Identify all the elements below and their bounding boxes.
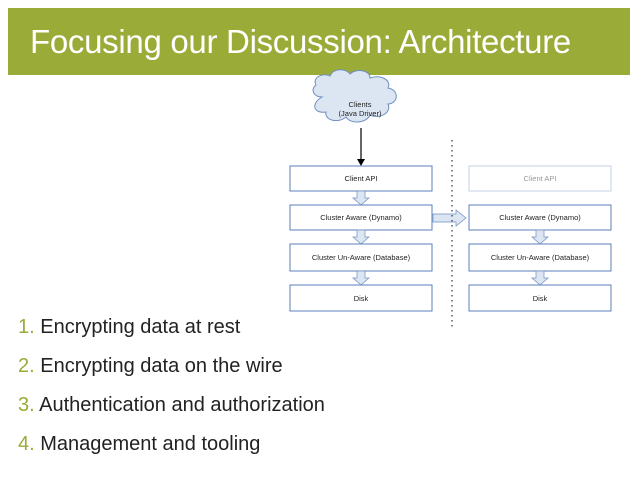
left-client-api-label: Client API	[345, 174, 378, 183]
bullet-text: Authentication and authorization	[39, 394, 325, 416]
bullet-number: 4.	[18, 433, 35, 455]
right-disk-label: Disk	[533, 294, 548, 303]
clients-cloud: Clients (Java Driver)	[312, 69, 397, 123]
right-disk-box	[468, 284, 612, 312]
left-cluster-aware-label: Cluster Aware (Dynamo)	[320, 213, 402, 222]
bullet-text: Encrypting data at rest	[40, 316, 241, 338]
right-stack: Client API Cluster Aware (Dynamo) Cluste…	[468, 165, 612, 312]
left-down-arrow-2	[352, 229, 370, 245]
right-down-arrow-2	[531, 270, 549, 286]
left-down-arrow-3	[352, 270, 370, 286]
left-disk-box	[289, 284, 433, 312]
bullet-item: 2. Encrypting data on the wire	[18, 353, 325, 392]
cloud-arrow	[357, 128, 365, 166]
title-bar: Focusing our Discussion: Architecture	[8, 8, 630, 75]
bullet-number: 3.	[18, 394, 35, 416]
bullet-list: 1. Encrypting data at rest 2. Encrypting…	[18, 314, 325, 470]
left-down-arrow-1	[352, 190, 370, 206]
left-client-api-box	[289, 165, 433, 192]
right-down-arrow-1	[531, 229, 549, 245]
slide-title: Focusing our Discussion: Architecture	[30, 23, 571, 60]
bullet-item: 3. Authentication and authorization	[18, 392, 325, 431]
clients-sublabel: (Java Driver)	[339, 109, 382, 118]
clients-label: Clients	[349, 100, 372, 109]
right-arrow	[432, 209, 467, 227]
bullet-item: 4. Management and tooling	[18, 431, 325, 470]
right-cluster-aware-box	[468, 204, 612, 231]
right-cluster-aware-label: Cluster Aware (Dynamo)	[499, 213, 581, 222]
left-stack: Client API Cluster Aware (Dynamo) Cluste…	[289, 165, 433, 312]
bullet-text: Encrypting data on the wire	[40, 355, 283, 377]
right-cluster-unaware-box	[468, 243, 612, 272]
left-disk-label: Disk	[354, 294, 369, 303]
bullet-item: 1. Encrypting data at rest	[18, 314, 325, 353]
right-client-api-box	[468, 165, 612, 192]
bullet-number: 2.	[18, 355, 35, 377]
right-cluster-unaware-label: Cluster Un-Aware (Database)	[491, 253, 590, 262]
left-cluster-unaware-label: Cluster Un-Aware (Database)	[312, 253, 411, 262]
bullet-text: Management and tooling	[40, 433, 261, 455]
bullet-number: 1.	[18, 316, 35, 338]
right-client-api-label: Client API	[524, 174, 557, 183]
